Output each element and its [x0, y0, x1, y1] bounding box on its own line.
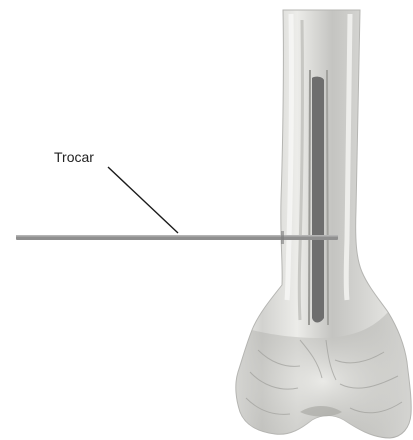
medullary-canal — [312, 77, 324, 323]
trocar-shaft-highlight — [16, 235, 338, 237]
trocar-label: Trocar — [54, 149, 94, 165]
canal-edge-right — [327, 70, 328, 325]
trocar-entry-mark — [281, 231, 284, 244]
leader-line — [108, 167, 178, 233]
canal-edge-left — [309, 70, 310, 325]
bone-illustration — [236, 10, 411, 438]
